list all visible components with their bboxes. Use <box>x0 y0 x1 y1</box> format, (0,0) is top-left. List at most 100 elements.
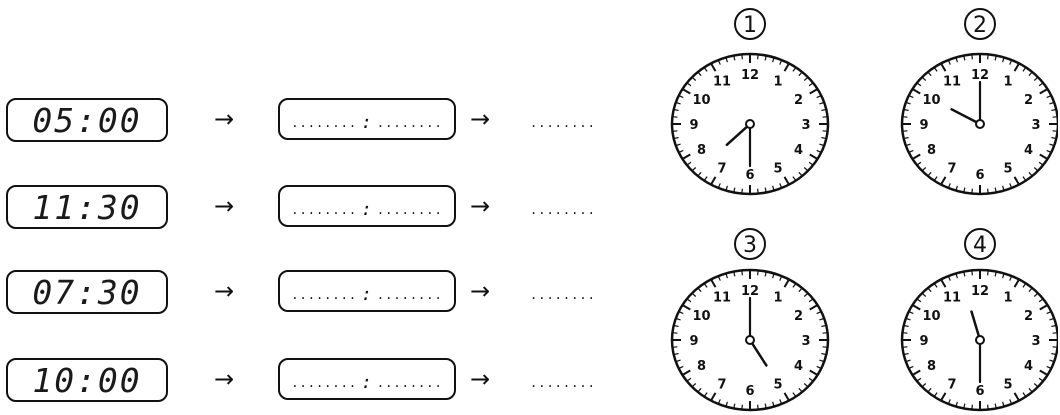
clock-tick <box>764 403 767 409</box>
clock-tick <box>809 369 819 376</box>
clock-tick <box>821 108 827 112</box>
clock-tick <box>933 283 938 288</box>
clock-numeral: 4 <box>1024 143 1033 158</box>
clock-tick <box>673 324 679 328</box>
minutes-blank[interactable]: ........ <box>376 288 443 302</box>
clock-tick <box>741 270 743 276</box>
answer-blank[interactable]: ........ <box>530 376 596 390</box>
time-blank-box[interactable]: ........ : ........ <box>278 358 456 400</box>
clock-tick <box>1013 176 1020 186</box>
minutes-blank[interactable]: ........ <box>376 203 443 217</box>
hours-blank[interactable]: ........ <box>291 116 358 130</box>
hour-hand <box>950 108 982 126</box>
clock-tick <box>903 108 909 112</box>
hours-blank[interactable]: ........ <box>291 376 358 390</box>
clock-numeral: 10 <box>922 93 940 108</box>
answer-blank[interactable]: ........ <box>530 288 596 302</box>
answer-blank[interactable]: ........ <box>530 203 596 217</box>
clock-tick <box>819 101 825 105</box>
clock-tick <box>710 176 717 186</box>
clock-number-label: 1 <box>743 13 757 38</box>
minutes-blank[interactable]: ........ <box>376 376 443 390</box>
clock-tick <box>681 153 691 160</box>
clock-tick <box>798 287 803 293</box>
clock-tick <box>703 176 708 181</box>
clock-tick <box>697 71 702 77</box>
clock-tick <box>741 188 743 194</box>
clock-tick <box>1039 88 1049 95</box>
clock-tick <box>1046 149 1052 154</box>
clock-numeral: 7 <box>717 377 726 392</box>
clock-tick <box>1013 278 1020 288</box>
clock-tick <box>947 275 951 281</box>
clock-tick <box>821 324 827 328</box>
clock-tick <box>1051 352 1057 356</box>
clock-tick <box>971 404 973 410</box>
right-arrow-icon: → <box>470 192 491 220</box>
hour-hand <box>748 338 768 367</box>
clock-tick <box>1001 57 1005 63</box>
clock-numeral: 5 <box>773 161 782 176</box>
clock-numeral: 8 <box>927 143 936 158</box>
clock-tick <box>757 54 759 60</box>
clock-tick <box>1052 346 1058 348</box>
clock-tick <box>822 116 828 118</box>
digital-time-display: 11:30 <box>6 185 168 229</box>
clock-numeral: 12 <box>741 68 759 83</box>
clock-numeral: 8 <box>697 143 706 158</box>
clock-tick <box>757 404 759 410</box>
clock-tick <box>955 185 959 191</box>
time-blank-box[interactable]: ........ : ........ <box>278 98 456 140</box>
hour-hand <box>725 122 752 147</box>
time-blank-box[interactable]: ........ : ........ <box>278 270 456 312</box>
clock-tick <box>1022 392 1027 397</box>
clock-tick <box>771 185 775 191</box>
clock-tick <box>675 143 681 147</box>
clock-center-pin <box>745 119 755 129</box>
clock-tick <box>803 292 809 297</box>
clock-tick <box>819 359 825 363</box>
clock-numeral: 12 <box>971 284 989 299</box>
clock-label-circle <box>734 228 766 260</box>
clock-numeral: 12 <box>971 68 989 83</box>
clock-tick <box>822 346 828 348</box>
hours-blank[interactable]: ........ <box>291 203 358 217</box>
clock-numeral: 12 <box>741 284 759 299</box>
clock-tick <box>1009 399 1013 405</box>
clock-tick <box>955 273 959 279</box>
time-row-1: 05:00 → ........ : ........ → ........ <box>0 96 600 146</box>
clock-label-circle <box>734 8 766 40</box>
clock-tick <box>1052 116 1058 118</box>
clock-tick <box>1013 392 1020 402</box>
time-blank-box[interactable]: ........ : ........ <box>278 185 456 227</box>
clock-numeral: 6 <box>745 384 754 399</box>
clock-tick <box>779 275 783 281</box>
clock-tick <box>686 82 692 87</box>
clock-tick <box>783 278 790 288</box>
hours-blank[interactable]: ........ <box>291 288 358 302</box>
clock-tick <box>783 62 790 72</box>
clock-tick <box>672 332 678 334</box>
clock-tick <box>911 88 921 95</box>
clock-tick <box>771 57 775 63</box>
right-arrow-icon: → <box>214 105 235 133</box>
answer-blank[interactable]: ........ <box>530 116 596 130</box>
clock-tick <box>1028 71 1033 77</box>
clock-tick <box>809 304 819 311</box>
clock-numeral: 1 <box>773 75 782 90</box>
clock-tick <box>987 188 989 194</box>
minutes-blank[interactable]: ........ <box>376 116 443 130</box>
clock-tick <box>921 383 927 388</box>
clock-tick <box>902 332 908 334</box>
clock-tick <box>963 55 966 61</box>
clock-tick <box>1038 82 1044 87</box>
clock-tick <box>905 143 911 147</box>
clock-label-circle <box>964 228 996 260</box>
clock-tick <box>757 270 759 276</box>
clock-tick <box>771 273 775 279</box>
clock-tick <box>921 76 927 81</box>
clock-numeral: 4 <box>794 359 803 374</box>
